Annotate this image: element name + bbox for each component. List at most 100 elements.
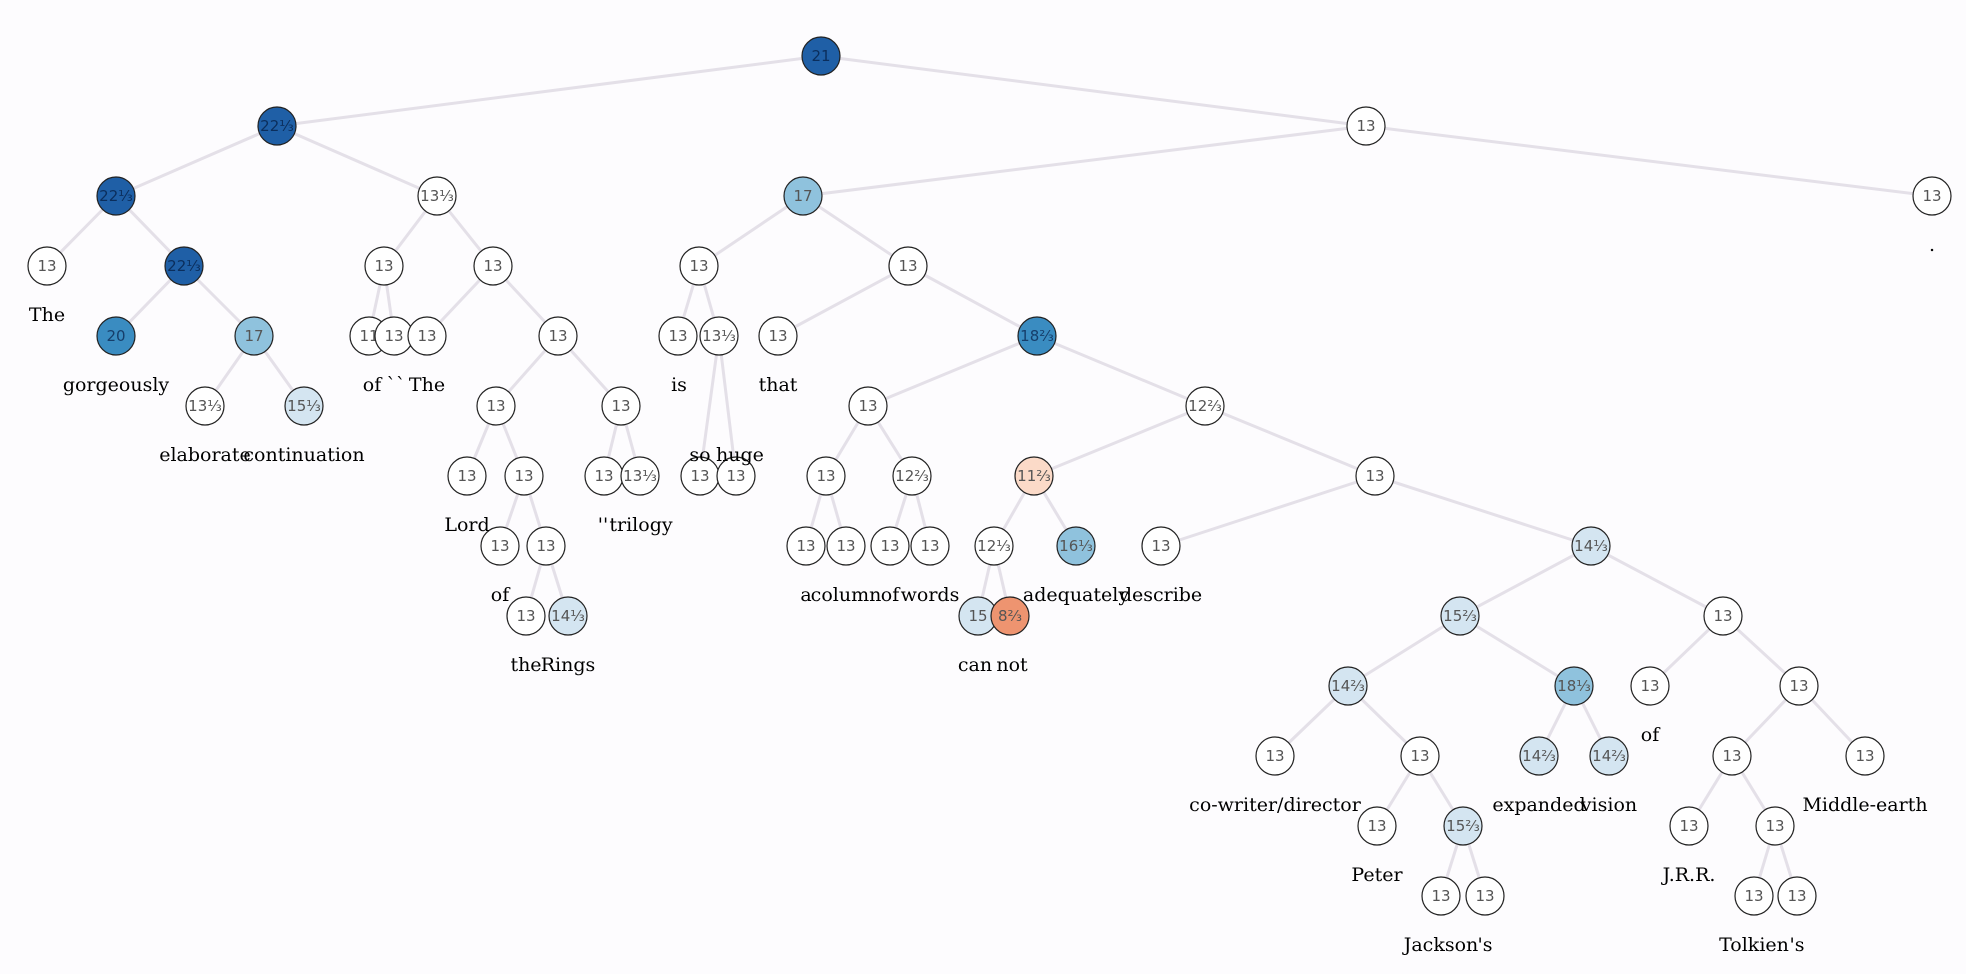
node-circle (758, 316, 798, 356)
leaf-word: vision (1580, 794, 1637, 816)
node-circle (27, 246, 67, 286)
node-circle (538, 316, 578, 356)
tree-edge (698, 194, 804, 268)
leaf-word: can (958, 654, 992, 676)
node-score-label: 14⅔ (1522, 747, 1556, 765)
node-score-label: 13 (689, 257, 708, 275)
leaf-word: Rings (541, 654, 596, 676)
leaf-word: of (363, 374, 383, 396)
tree-node: 13 (1779, 666, 1819, 706)
node-circle (716, 456, 756, 496)
tree-edge (1036, 334, 1206, 408)
tree-node: 13 (888, 246, 928, 286)
node-score-label: 14⅔ (1331, 677, 1365, 695)
node-circle (164, 246, 204, 286)
node-score-label: 13 (536, 537, 555, 555)
tree-node: 13⅓ (185, 386, 225, 426)
tree-node: 22⅓ (164, 246, 204, 286)
node-circle (1630, 666, 1670, 706)
node-circle (447, 456, 487, 496)
tree-edge (1033, 404, 1206, 478)
node-score-label: 22⅓ (167, 257, 201, 275)
tree-node: 20 (96, 316, 136, 356)
tree-node: 22⅓ (96, 176, 136, 216)
node-circle (1440, 596, 1480, 636)
node-score-label: 13 (417, 327, 436, 345)
tree-node: 13 (1141, 526, 1181, 566)
leaf-word: Middle-earth (1802, 794, 1927, 816)
node-score-label: 17 (793, 187, 812, 205)
tree-node: 13 (910, 526, 950, 566)
node-circle (506, 596, 546, 636)
leaf-word: 's (1790, 934, 1805, 956)
tree-node: 13 (680, 456, 720, 496)
node-score-label: 13 (384, 327, 403, 345)
tree-node: 13 (1357, 806, 1397, 846)
tree-edges (45, 54, 1933, 897)
node-score-label: 22⅓ (260, 117, 294, 135)
tree-node: 15 (958, 596, 998, 636)
node-circle (526, 526, 566, 566)
node-circle (284, 386, 324, 426)
tree-node: 13 (407, 316, 447, 356)
tree-edge (698, 335, 721, 477)
tree-node: 13 (1355, 456, 1395, 496)
tree-node: 12⅔ (892, 456, 932, 496)
node-circle (96, 316, 136, 356)
leaf-word: gorgeously (63, 374, 170, 396)
tree-node: 18⅓ (1554, 666, 1594, 706)
node-circle (1703, 596, 1743, 636)
leaf-word: Jackson (1402, 934, 1479, 956)
tree-node: 13 (526, 526, 566, 566)
leaf-word: The (409, 374, 445, 396)
leaf-word: so (689, 444, 710, 466)
leaf-word: is (671, 374, 687, 396)
tree-node: 13 (806, 456, 846, 496)
node-circle (480, 526, 520, 566)
node-circle (826, 526, 866, 566)
tree-node: 13 (1346, 106, 1386, 146)
tree-edge (276, 124, 438, 198)
node-circle (1017, 316, 1057, 356)
node-circle (96, 176, 136, 216)
node-score-label: 13 (486, 397, 505, 415)
tree-node: 13⅓ (699, 316, 739, 356)
tree-node: 13 (786, 526, 826, 566)
leaf-word: `` (387, 374, 406, 396)
node-circle (1255, 736, 1295, 776)
node-circle (1443, 806, 1483, 846)
tree-node: 13 (601, 386, 641, 426)
tree-edge (1160, 474, 1376, 548)
tree-node: 13 (658, 316, 698, 356)
node-score-label: 13 (490, 537, 509, 555)
tree-edge (802, 194, 909, 268)
node-circle (185, 386, 225, 426)
leaf-word: describe (1120, 584, 1202, 606)
tree-node: 13 (538, 316, 578, 356)
tree-node: 14⅓ (1571, 526, 1611, 566)
tree-node: 13 (364, 246, 404, 286)
tree-edge (1347, 614, 1461, 688)
node-score-label: 13 (1475, 887, 1494, 905)
tree-node: 13 (1421, 876, 1461, 916)
node-circle (888, 246, 928, 286)
leaf-word: adequately (1023, 584, 1129, 606)
node-circle (1056, 526, 1096, 566)
leaf-word: that (759, 374, 798, 396)
node-score-label: 14⅓ (1574, 537, 1608, 555)
tree-node: 13 (1912, 176, 1952, 216)
tree-node: 13 (506, 596, 546, 636)
leaf-word: . (1929, 234, 1935, 256)
node-score-label: 13 (516, 607, 535, 625)
node-circle (364, 246, 404, 286)
tree-edge (907, 264, 1038, 338)
tree-node: 18⅔ (1017, 316, 1057, 356)
tree-node: 13 (1845, 736, 1885, 776)
node-circle (783, 176, 823, 216)
node-score-label: 13 (920, 537, 939, 555)
leaf-word: 's (1478, 934, 1493, 956)
tree-node: 13 (848, 386, 888, 426)
tree-node: 13 (716, 456, 756, 496)
tree-node: 13 (1255, 736, 1295, 776)
leaf-word: not (996, 654, 1028, 676)
